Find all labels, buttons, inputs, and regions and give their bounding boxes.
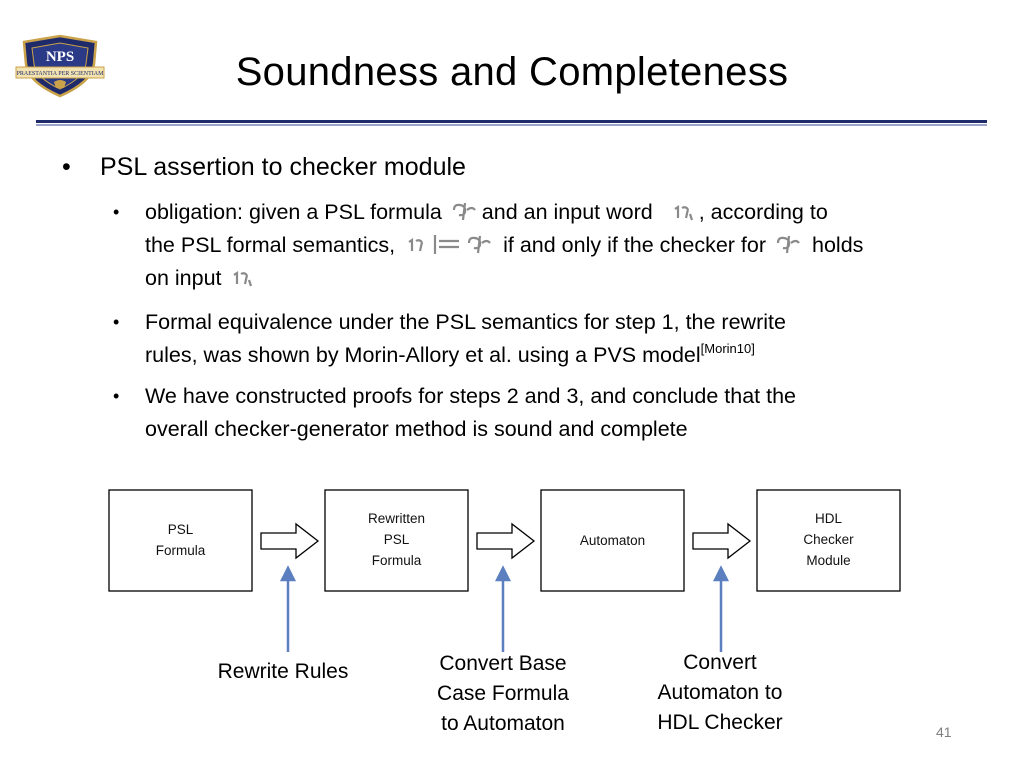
sub-bullet-text: Formal equivalence under the PSL semanti… xyxy=(145,310,786,334)
sub-bullet-text: overall checker-generator method is soun… xyxy=(145,417,688,441)
page-number: 41 xyxy=(936,724,952,740)
sub-bullet-text: and an input word xyxy=(481,200,653,224)
logo-motto: PRAESTANTIA PER SCIENTIAM xyxy=(17,71,105,77)
citation: [Morin10] xyxy=(700,341,755,356)
flow-arrow-3 xyxy=(692,522,752,560)
sub-bullet-text: We have constructed proofs for steps 2 a… xyxy=(145,384,796,408)
nps-logo: NPS PRAESTANTIA PER SCIENTIAM xyxy=(15,34,105,98)
flow-arrow-2 xyxy=(476,522,536,560)
bullet-dot: • xyxy=(62,153,71,181)
sub-bullet-text: the PSL formal semantics, xyxy=(145,233,396,257)
sub-bullet-text: on input xyxy=(145,266,222,290)
bullet-dot: • xyxy=(113,312,120,332)
up-arrowhead xyxy=(494,565,512,582)
word-symbol-icon xyxy=(232,271,252,287)
bullet-dot: • xyxy=(113,386,120,406)
box-label-automaton: Automaton xyxy=(579,533,646,548)
sub-bullet-text: rules, was shown by Morin-Allory et al. … xyxy=(145,343,701,367)
step-label-rewrite-rules: Rewrite Rules xyxy=(217,660,349,683)
up-arrowhead xyxy=(279,565,297,582)
sub-bullet-text: , according to xyxy=(698,200,828,224)
sub-bullet-text: holds xyxy=(812,233,864,257)
slide-title: Soundness and Completeness xyxy=(235,50,789,94)
word-symbol-icon xyxy=(674,205,693,221)
title-divider-shadow xyxy=(36,124,987,126)
phi-symbol-icon xyxy=(776,236,800,254)
up-arrowhead xyxy=(712,565,730,582)
main-bullet-text: PSL assertion to checker module xyxy=(100,153,466,181)
bullet-dot: • xyxy=(113,202,120,222)
sub-bullet-text: obligation: given a PSL formula xyxy=(145,200,442,224)
sub-bullet-text: if and only if the checker for xyxy=(503,233,767,257)
flow-arrow-1 xyxy=(260,522,320,560)
title-divider xyxy=(36,120,987,123)
phi-symbol-icon xyxy=(452,203,476,221)
models-symbol-icon xyxy=(408,235,492,255)
logo-text: NPS xyxy=(46,49,74,65)
